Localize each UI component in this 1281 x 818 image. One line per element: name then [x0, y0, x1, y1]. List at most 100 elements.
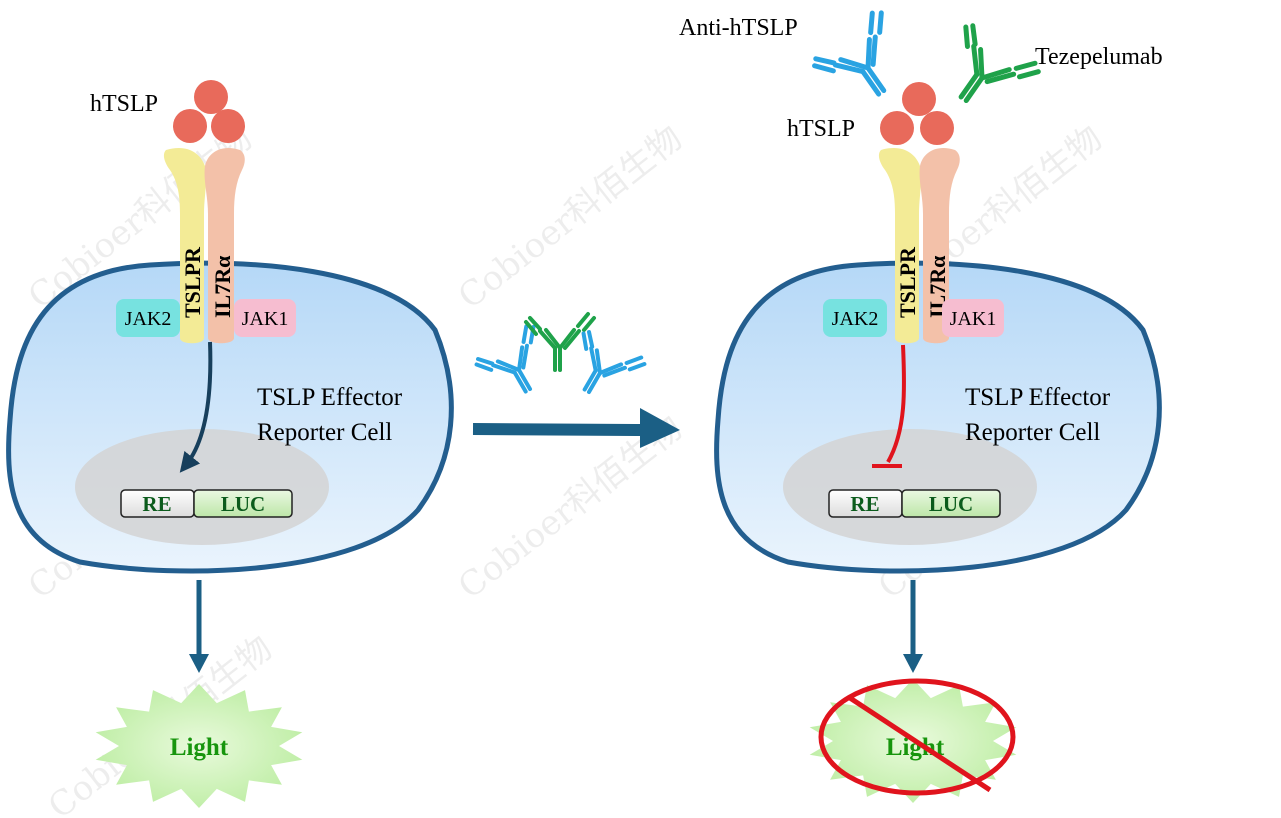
output-arrow-right-head — [903, 654, 923, 673]
antibody-chain — [978, 47, 985, 81]
antibody-chain — [627, 362, 647, 372]
ligand-left-3 — [211, 109, 245, 143]
antibody-chain — [476, 357, 495, 366]
ligand-right-label: hTSLP — [787, 116, 855, 142]
antibody-chain — [517, 368, 532, 392]
antibody-chain — [558, 328, 576, 350]
luc-label-right: LUC — [929, 492, 973, 516]
jak2-kinase-right — [823, 299, 887, 337]
luc-gene-right — [901, 489, 1001, 518]
antibody-chain — [563, 329, 581, 350]
tslpr-receptor-right — [878, 147, 922, 344]
antibody-chain — [517, 345, 525, 372]
jak1-kinase-right — [942, 299, 1004, 337]
tezepelumab-antibody — [958, 23, 1041, 104]
antibody-chain — [528, 316, 542, 331]
antibody-chain — [582, 316, 596, 332]
antibody-chain — [491, 363, 517, 375]
signal-arrow-left — [179, 341, 213, 473]
antibody-chain — [1013, 60, 1038, 71]
jak1-kinase-left — [234, 299, 296, 337]
antibody-chain — [963, 75, 985, 104]
antibody-chain — [979, 67, 1012, 81]
cell-label-left-line1: TSLP Effector — [257, 384, 403, 411]
antibody-chain — [868, 10, 875, 36]
transition-arrow-head — [640, 408, 680, 448]
ligand-left-label: hTSLP — [90, 91, 158, 117]
antibody-chain — [624, 355, 644, 365]
antibody-chain — [877, 10, 884, 35]
luc-gene-left — [193, 489, 293, 518]
receptor-right-label: IL7Rα — [210, 255, 235, 318]
il7ra-receptor-left — [204, 147, 245, 344]
re-label-right: RE — [850, 492, 879, 516]
antibody-chain — [521, 343, 529, 370]
output-arrow-left-head — [189, 654, 209, 673]
anti-htslp-antibody — [812, 10, 887, 97]
antibody-chain — [865, 37, 872, 71]
treatment-step — [472, 312, 680, 448]
antibody-chain — [963, 24, 970, 49]
panel-left: TSLPR IL7Rα JAK2 JAK1 hTSLP TSLP Effecto… — [6, 80, 454, 808]
luc-label-left: LUC — [221, 492, 265, 516]
jak2-label-left: JAK2 — [125, 308, 172, 330]
antibody-chain — [538, 329, 557, 350]
nucleus-right — [783, 429, 1037, 545]
antibody-chain — [581, 331, 589, 351]
re-label-left: RE — [142, 492, 171, 516]
antibody-chain — [958, 71, 980, 100]
antibody-chain — [576, 312, 590, 328]
jak1-label-left: JAK1 — [242, 308, 289, 330]
antibody-chain — [832, 62, 866, 75]
antibody-chain — [813, 56, 837, 66]
ligand-right-3 — [920, 111, 954, 145]
antibody-chain — [984, 71, 1017, 85]
tezepelumab-antibody-mid — [524, 312, 596, 372]
antibody-chain — [544, 328, 562, 350]
nucleus-left — [75, 429, 329, 545]
jak1-label-right: JAK1 — [950, 308, 997, 330]
receptor-left-label: TSLPR — [180, 246, 205, 318]
antibody-chain — [495, 359, 521, 372]
antibody-chain — [598, 362, 624, 375]
ligand-left-2 — [173, 109, 207, 143]
antibody-chain — [860, 69, 882, 97]
antibody-chain — [524, 320, 538, 336]
transition-arrow-shaft — [472, 423, 646, 436]
antibody-chain — [474, 362, 494, 372]
ligand-right-1 — [902, 82, 936, 116]
cell-label-right-line2: Reporter Cell — [965, 419, 1100, 446]
blocked-sign-circle — [818, 678, 1016, 796]
anti-htslp-antibody-mid-2 — [581, 330, 647, 395]
antibody-chain — [865, 65, 887, 94]
antibody-chain — [587, 330, 595, 349]
jak2-kinase-left — [116, 299, 180, 337]
ligand-right-2 — [880, 111, 914, 145]
panel-right: TSLPR IL7Rα JAK2 JAK1 hTSLP Anti-hTSLP T… — [679, 10, 1163, 803]
anti-htslp-label: Anti-hTSLP — [679, 15, 798, 41]
antibody-chain — [870, 34, 878, 67]
antibody-chain — [1016, 69, 1041, 80]
antibody-chain — [589, 346, 598, 373]
blocked-sign-slash — [848, 695, 992, 793]
tezepelumab-label: Tezepelumab — [1035, 44, 1163, 70]
tslpr-receptor-left — [163, 147, 207, 344]
antibody-chain — [587, 371, 602, 395]
receptor-left-label-right: TSLPR — [895, 246, 920, 318]
watermark-text: Cobioer科佰生物 — [451, 118, 690, 317]
antibody-chain — [512, 370, 528, 394]
jak2-label-right: JAK2 — [832, 308, 879, 330]
il7ra-receptor-right — [919, 147, 960, 344]
antibody-chain — [838, 57, 871, 71]
inhibition-line — [886, 344, 907, 463]
anti-htslp-antibody-mid-1 — [474, 324, 536, 394]
cell-label-right-line1: TSLP Effector — [965, 384, 1111, 411]
antibody-chain — [812, 63, 836, 74]
antibody-chain — [521, 324, 529, 344]
antibody-chain — [582, 368, 598, 392]
antibody-chain — [594, 348, 602, 375]
cell-label-left-line2: Reporter Cell — [257, 419, 392, 446]
light-burst-left — [95, 684, 303, 808]
